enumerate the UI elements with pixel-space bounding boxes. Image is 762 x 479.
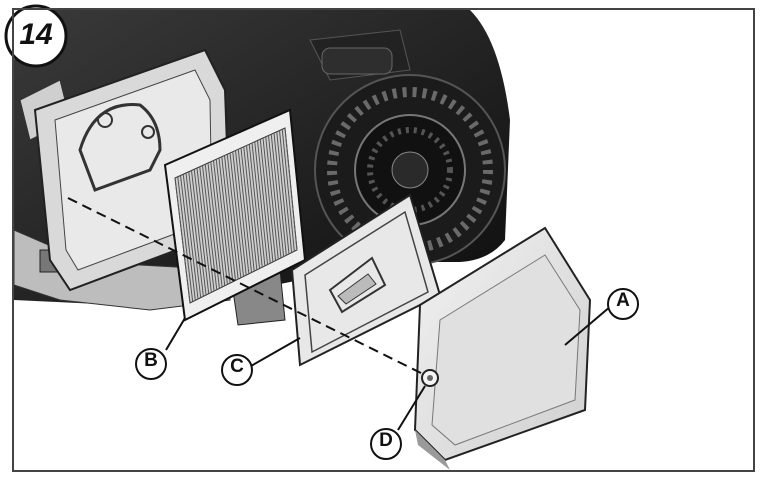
leader-c (250, 337, 301, 367)
alignment-line (67, 197, 426, 376)
filter-pleat (259, 139, 274, 262)
filter-pleat (273, 132, 287, 256)
filter-pleat (246, 145, 261, 269)
filter-pleat (248, 144, 263, 268)
filter-pleat (196, 167, 212, 293)
filter-pleat (213, 160, 228, 285)
filter-pleat (224, 155, 239, 280)
cover-screw (421, 369, 439, 387)
step-number: 14 (19, 18, 53, 51)
filter-pleat (243, 146, 258, 270)
filter-pleat (202, 165, 218, 290)
filter-cover (413, 226, 592, 470)
filter-pleat (232, 151, 247, 276)
leader-d (397, 385, 426, 431)
filter-pleat (191, 170, 207, 296)
leader-b (165, 317, 186, 351)
filter-pleat (257, 140, 271, 264)
callout-b: B (135, 348, 167, 380)
filter-pleat (215, 159, 231, 284)
filter-pleat (237, 149, 253, 273)
filter-pleat (174, 177, 191, 304)
filter-pleat (204, 164, 220, 289)
filter-pleat (218, 157, 234, 282)
filter-pleat (279, 130, 293, 253)
filter-pleat (193, 169, 210, 294)
filter-pleat (229, 152, 244, 277)
callout-d: D (370, 428, 402, 460)
callout-a: A (607, 288, 639, 320)
callout-c: C (221, 354, 253, 386)
filter-pleat (182, 174, 199, 300)
filter-pleat (235, 150, 250, 274)
leader-a (564, 305, 612, 346)
filter-pleat (284, 127, 298, 251)
filter-pleat (270, 134, 285, 257)
filter-pleat (210, 161, 226, 286)
filter-pleat (180, 175, 196, 301)
filter-pleat (268, 135, 282, 259)
filter-pleat (265, 136, 279, 260)
filter-pleat (188, 171, 204, 297)
filter-pleat (221, 156, 236, 281)
filter-pleat (262, 137, 277, 261)
filter-pleat (177, 176, 194, 302)
filter-pleat (251, 142, 266, 266)
filter-pleat (207, 162, 223, 288)
filter-pleat (281, 129, 295, 252)
step-badge-circle (4, 4, 68, 68)
pre-cleaner (290, 193, 442, 367)
filter-pleat (185, 172, 202, 298)
filter-pleat (226, 154, 242, 278)
filter-pleat (254, 141, 269, 265)
figure-frame (12, 8, 755, 472)
filter-pleat (276, 131, 290, 255)
filter-pleat (240, 147, 255, 272)
pleated-filter (163, 108, 307, 322)
